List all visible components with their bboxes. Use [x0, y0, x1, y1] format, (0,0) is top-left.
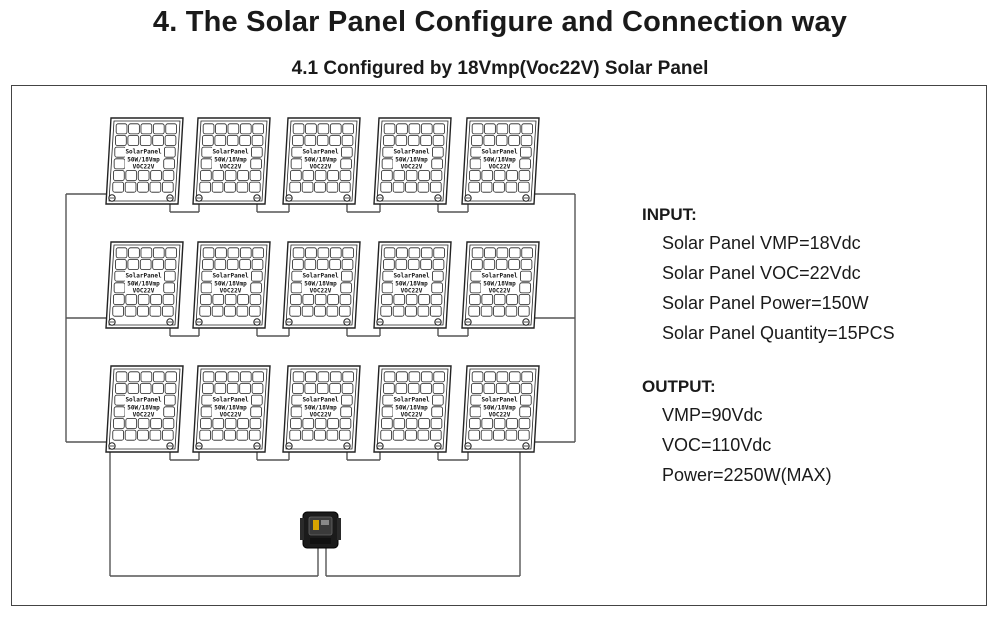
panel-name-label: SolarPanel — [125, 396, 162, 403]
panel-rating-label: 50W/18Vmp — [127, 280, 160, 287]
section-subtitle: 4.1 Configured by 18Vmp(Voc22V) Solar Pa… — [291, 58, 709, 79]
page-title: 4. The Solar Panel Configure and Connect… — [152, 6, 848, 38]
panel-rating-label: 50W/18Vmp — [483, 280, 516, 287]
panel-name-label: SolarPanel — [481, 148, 518, 155]
panel-rating-label: 50W/18Vmp — [395, 280, 428, 287]
panel-rating-label: 50W/18Vmp — [214, 280, 247, 287]
panel-voc-label: VOC22V — [310, 287, 332, 294]
panel-name-label: SolarPanel — [302, 272, 339, 279]
panel-name-label: SolarPanel — [481, 396, 518, 403]
panel-rating-label: 50W/18Vmp — [127, 404, 160, 411]
controller-box — [300, 511, 341, 549]
panel-voc-label: VOC22V — [310, 163, 332, 170]
panel-name-label: SolarPanel — [212, 396, 249, 403]
panel-voc-label: VOC22V — [489, 287, 511, 294]
output-power: Power=2250W(MAX) — [662, 465, 832, 485]
panel-rating-label: 50W/18Vmp — [483, 404, 516, 411]
panel-rating-label: 50W/18Vmp — [304, 280, 337, 287]
solar-panel-array: SolarPanel50W/18VmpVOC22VSolarPanel50W/1… — [105, 117, 540, 453]
input-vmp: Solar Panel VMP=18Vdc — [662, 233, 861, 253]
input-quantity: Solar Panel Quantity=15PCS — [662, 323, 895, 343]
panel-rating-label: 50W/18Vmp — [304, 156, 337, 163]
panel-name-label: SolarPanel — [212, 272, 249, 279]
panel-rating-label: 50W/18Vmp — [395, 156, 428, 163]
panel-voc-label: VOC22V — [220, 411, 242, 418]
panel-voc-label: VOC22V — [133, 163, 155, 170]
panel-voc-label: VOC22V — [310, 411, 332, 418]
panel-voc-label: VOC22V — [133, 411, 155, 418]
panel-name-label: SolarPanel — [393, 272, 430, 279]
panel-voc-label: VOC22V — [401, 163, 423, 170]
panel-rating-label: 50W/18Vmp — [395, 404, 428, 411]
input-voc: Solar Panel VOC=22Vdc — [662, 263, 861, 283]
output-heading: OUTPUT: — [642, 377, 716, 396]
panel-name-label: SolarPanel — [125, 272, 162, 279]
panel-rating-label: 50W/18Vmp — [483, 156, 516, 163]
panel-rating-label: 50W/18Vmp — [127, 156, 160, 163]
panel-rating-label: 50W/18Vmp — [304, 404, 337, 411]
panel-voc-label: VOC22V — [489, 163, 511, 170]
panel-name-label: SolarPanel — [212, 148, 249, 155]
output-voc: VOC=110Vdc — [662, 435, 772, 455]
panel-name-label: SolarPanel — [393, 148, 430, 155]
panel-voc-label: VOC22V — [220, 287, 242, 294]
panel-voc-label: VOC22V — [133, 287, 155, 294]
panel-voc-label: VOC22V — [401, 411, 423, 418]
panel-voc-label: VOC22V — [401, 287, 423, 294]
output-vmp: VMP=90Vdc — [662, 405, 763, 425]
diagram-frame — [11, 85, 987, 606]
panel-rating-label: 50W/18Vmp — [214, 404, 247, 411]
input-power: Solar Panel Power=150W — [662, 293, 869, 313]
panel-name-label: SolarPanel — [302, 148, 339, 155]
spec-panel: INPUT: Solar Panel VMP=18Vdc Solar Panel… — [642, 202, 895, 490]
panel-rating-label: 50W/18Vmp — [214, 156, 247, 163]
input-heading: INPUT: — [642, 205, 697, 224]
panel-name-label: SolarPanel — [125, 148, 162, 155]
panel-name-label: SolarPanel — [302, 396, 339, 403]
panel-name-label: SolarPanel — [481, 272, 518, 279]
charge-controller-icon — [300, 511, 341, 549]
panel-voc-label: VOC22V — [489, 411, 511, 418]
panel-name-label: SolarPanel — [393, 396, 430, 403]
panel-voc-label: VOC22V — [220, 163, 242, 170]
